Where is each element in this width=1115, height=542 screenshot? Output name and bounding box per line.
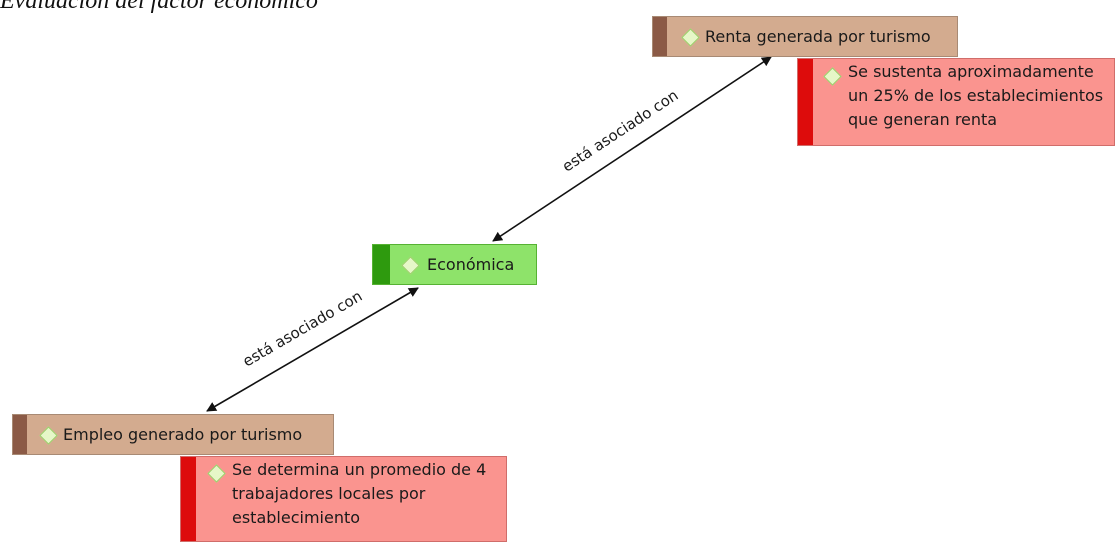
lower-link-line[interactable]: [206, 287, 419, 412]
note-renta-line-2: un 25% de los establecimientos: [848, 86, 1104, 105]
upper-link-line[interactable]: [492, 56, 772, 242]
note-renta-line-3: que generan renta: [848, 110, 998, 129]
node-renta[interactable]: Renta generada por turismo: [652, 16, 958, 57]
note-empleo-line-3: establecimiento: [232, 508, 361, 527]
note-empleo-text: Se determina un promedio de 4 trabajador…: [232, 458, 486, 530]
node-economica-diamond-icon: [401, 256, 420, 275]
node-empleo-diamond-icon: [39, 426, 58, 445]
node-economica[interactable]: Económica: [372, 244, 537, 285]
note-renta-diamond-icon: [823, 67, 842, 86]
node-empleo[interactable]: Empleo generado por turismo: [12, 414, 334, 455]
lower-link-label: está asociado con: [240, 287, 366, 371]
node-renta-bar: [653, 17, 667, 56]
node-economica-label: Económica: [427, 255, 515, 274]
node-empleo-label: Empleo generado por turismo: [63, 425, 303, 444]
note-renta[interactable]: Se sustenta aproximadamente un 25% de lo…: [797, 58, 1115, 146]
note-empleo-bar: [181, 457, 196, 541]
note-empleo[interactable]: Se determina un promedio de 4 trabajador…: [180, 456, 507, 542]
note-empleo-line-1: Se determina un promedio de 4: [232, 460, 487, 479]
note-renta-bar: [798, 59, 813, 145]
node-economica-bar: [373, 245, 390, 284]
diagram-caption: Evaluación del factor económico: [0, 0, 318, 14]
node-empleo-bar: [13, 415, 27, 454]
node-renta-diamond-icon: [681, 28, 700, 47]
node-renta-label: Renta generada por turismo: [705, 27, 931, 46]
note-renta-text: Se sustenta aproximadamente un 25% de lo…: [848, 60, 1103, 132]
note-renta-line-1: Se sustenta aproximadamente: [848, 62, 1094, 81]
note-empleo-diamond-icon: [207, 464, 226, 483]
upper-link-label: está asociado con: [559, 86, 682, 176]
note-empleo-line-2: trabajadores locales por: [232, 484, 426, 503]
